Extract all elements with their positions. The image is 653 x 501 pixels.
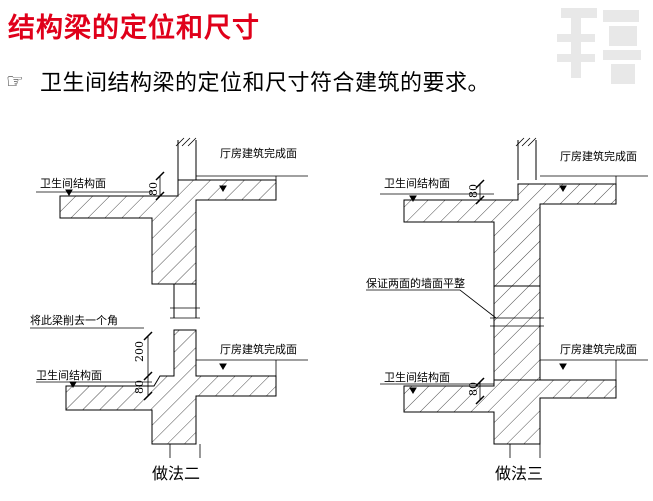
- right-label-floor-top: 厅房建筑完成面: [560, 149, 637, 163]
- right-dim-bottom: 80: [467, 382, 480, 396]
- right-mid-wall: [493, 286, 541, 381]
- left-top-wall: [177, 140, 197, 180]
- left-caption: 做法二: [152, 464, 201, 483]
- right-bottom-structure: [403, 379, 617, 445]
- left-top-structure: [59, 179, 277, 285]
- left-mid-column: [173, 284, 197, 318]
- left-label-floor-bottom: 厅房建筑完成面: [220, 342, 297, 356]
- page-title: 结构梁的定位和尺寸: [8, 13, 260, 44]
- right-label-floor-bottom: 厅房建筑完成面: [560, 342, 637, 356]
- right-label-struct-bottom: 卫生间结构面: [384, 370, 450, 384]
- left-dim-bottom: 80: [133, 380, 146, 394]
- left-dim-mid: 200: [133, 341, 146, 362]
- left-label-struct-top: 卫生间结构面: [40, 176, 106, 190]
- right-diagram: [366, 137, 648, 458]
- watermark-logo: [557, 8, 641, 84]
- pointing-hand-icon: ☞: [6, 69, 24, 93]
- right-caption: 做法三: [495, 464, 544, 483]
- bullet-text: 卫生间结构梁的定位和尺寸符合建筑的要求。: [40, 71, 491, 96]
- left-label-floor-top: 厅房建筑完成面: [220, 146, 297, 160]
- left-diagram: [30, 137, 308, 458]
- right-label-struct-top: 卫生间结构面: [384, 176, 450, 190]
- left-label-cut: 将此梁削去一个角: [30, 313, 118, 327]
- right-dim-top: 80: [467, 184, 480, 198]
- left-dim-top: 80: [147, 182, 160, 196]
- right-label-wall: 保证两面的墙面平整: [366, 276, 465, 290]
- left-label-struct-bottom: 卫生间结构面: [36, 368, 102, 382]
- left-bottom-structure: [65, 329, 277, 445]
- right-top-structure: [403, 183, 617, 287]
- bullet-item: ☞ 卫生间结构梁的定位和尺寸符合建筑的要求。: [6, 64, 490, 98]
